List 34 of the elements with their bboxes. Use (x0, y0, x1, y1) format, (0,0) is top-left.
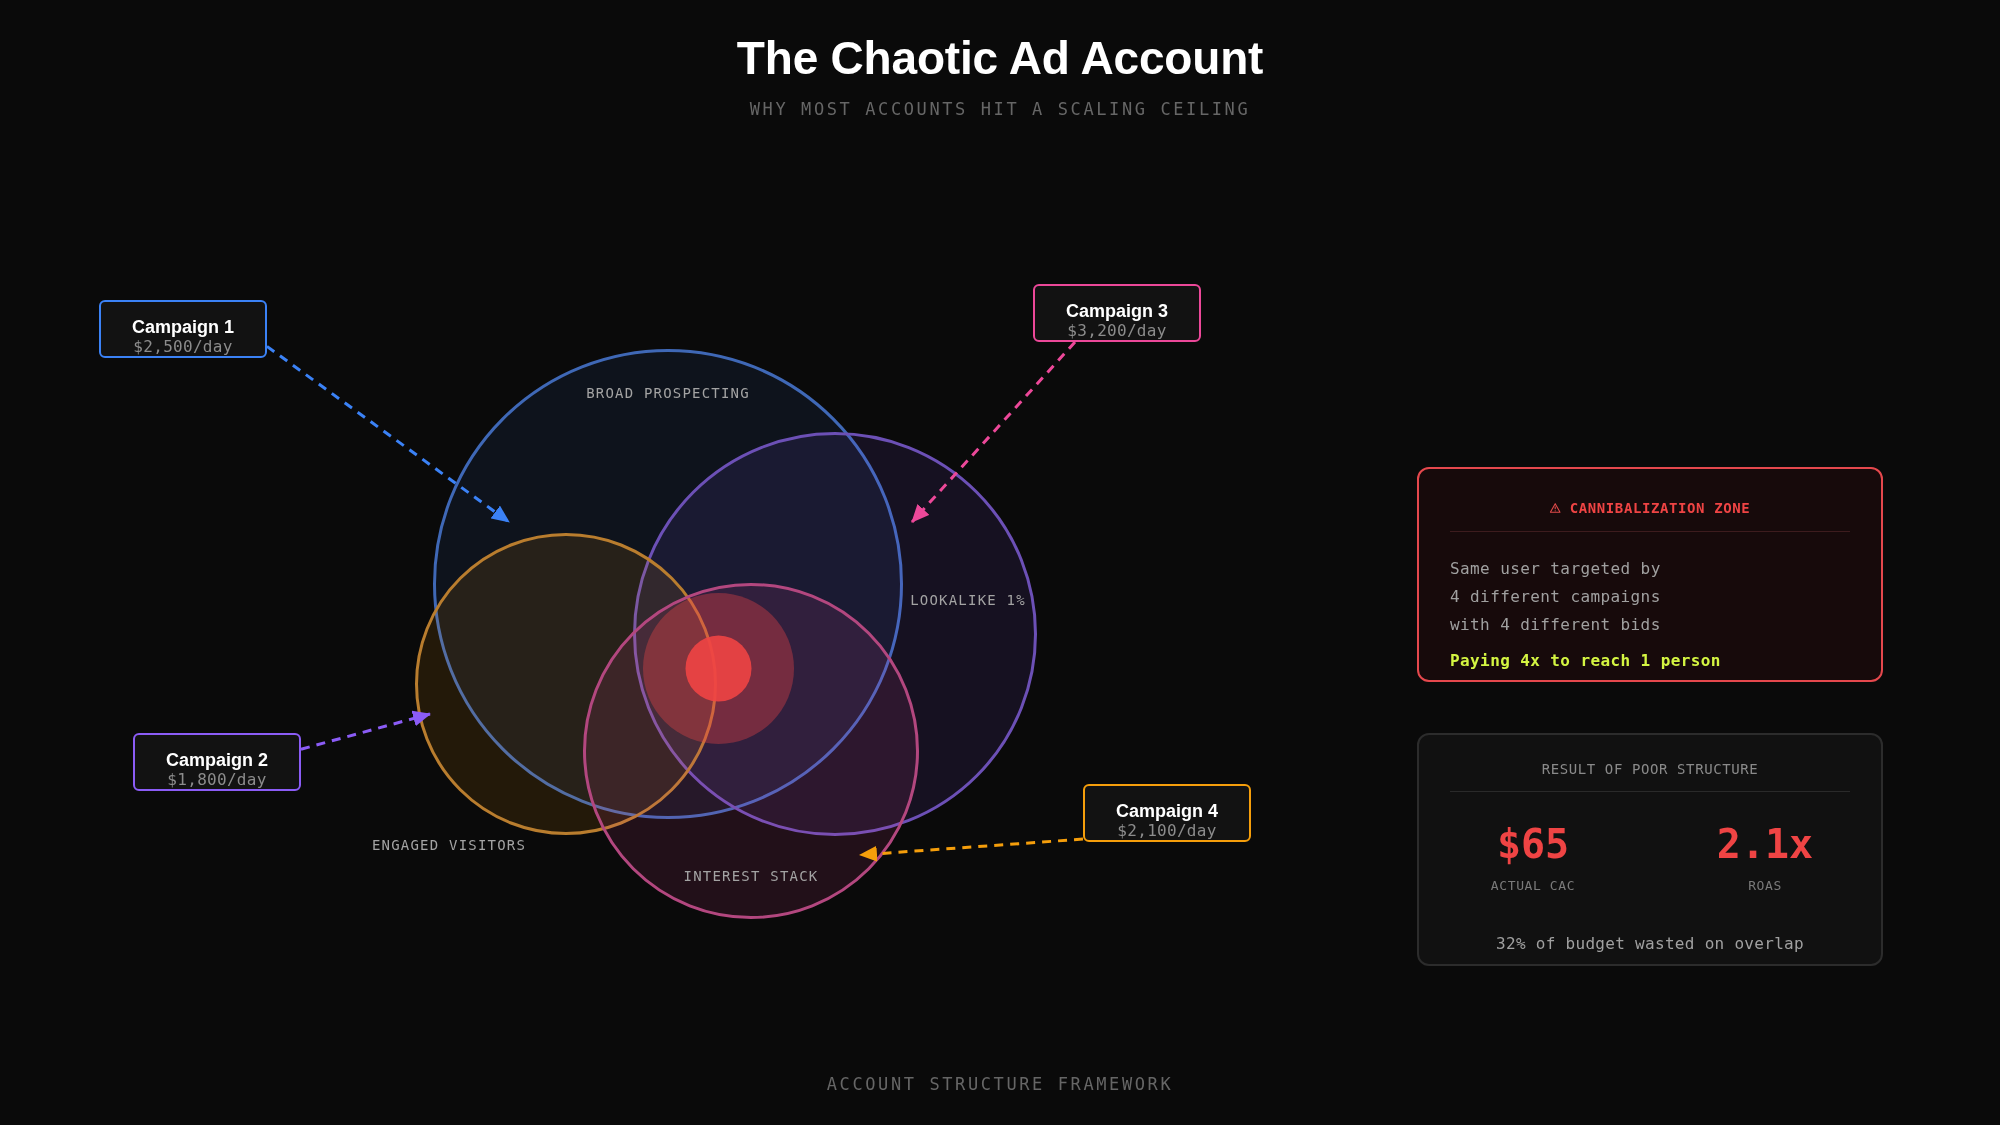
panel-heading: RESULT OF POOR STRUCTURE (1541, 760, 1759, 778)
footnote-text: 32% of budget wasted on overlap (1496, 934, 1804, 954)
daily-budget: $3,200/day (1067, 321, 1167, 340)
metric-label: ROAS (1748, 876, 1782, 894)
campaign-card (133, 733, 301, 791)
campaign-name: Campaign 1 (132, 317, 234, 337)
campaign-name: Campaign 4 (1116, 801, 1218, 821)
metric-value: 2.1x (1716, 820, 1814, 868)
campaign-name: Campaign 2 (166, 750, 268, 770)
dashed-arrow (300, 710, 431, 751)
daily-budget: $1,800/day (167, 770, 267, 789)
panel-body-text: Same user targeted by 4 different campaigns with 4 different bids (1450, 558, 1662, 636)
circle-label: ENGAGED VISITORS (371, 836, 527, 854)
campaign-name: Campaign 3 (1066, 301, 1168, 321)
daily-budget: $2,500/day (133, 337, 233, 356)
diagram-title: The Chaotic Ad Account (736, 31, 1264, 85)
metric-value: $65 (1496, 820, 1570, 868)
circle-label: INTEREST STACK (683, 867, 819, 885)
result-panel (1417, 733, 1883, 966)
dashed-arrow (859, 837, 1084, 862)
campaign-card (1083, 784, 1251, 842)
circle-label: LOOKALIKE 1% (910, 591, 1026, 609)
circle-label: BROAD PROSPECTING (586, 384, 750, 402)
dashed-arrow (910, 341, 1077, 523)
panel-heading: CANNIBALIZATION ZONE (1569, 499, 1751, 517)
metric-label: ACTUAL CAC (1490, 876, 1576, 894)
campaign-card (99, 300, 267, 358)
subtitle: WHY MOST ACCOUNTS HIT A SCALING CEILING (749, 98, 1251, 120)
highlight-text: Paying 4x to reach 1 person (1450, 650, 1721, 672)
daily-budget: $2,100/day (1117, 821, 1217, 840)
campaign-card (1033, 284, 1201, 342)
dashed-arrow (266, 345, 510, 524)
footer-text: ACCOUNT STRUCTURE FRAMEWORK (826, 1073, 1174, 1095)
warning-panel (1417, 467, 1883, 682)
